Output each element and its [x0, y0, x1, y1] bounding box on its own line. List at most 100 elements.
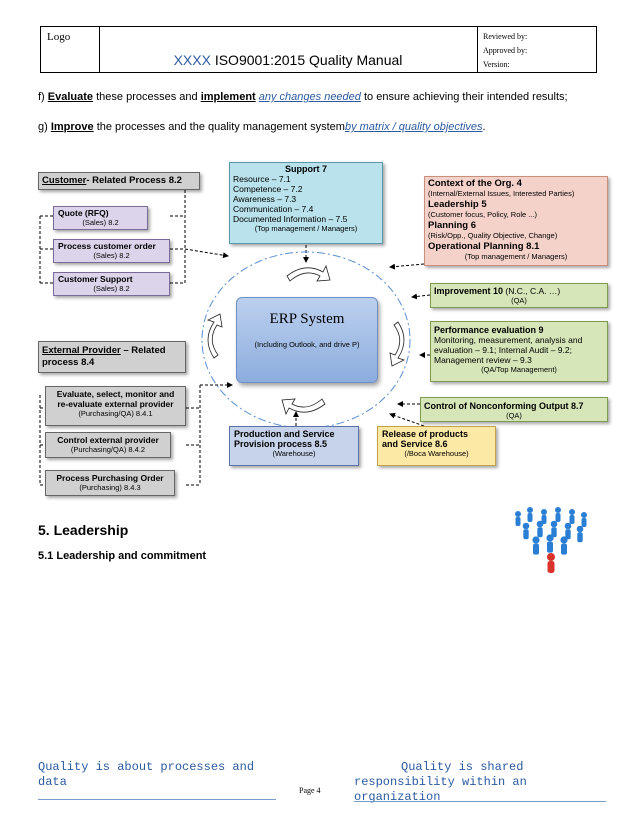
- customer-support-owner: (Sales) 8.2: [93, 284, 130, 293]
- control-provider-owner: (Purchasing/QA) 8.4.2: [70, 445, 146, 454]
- process-customer-order-owner: (Sales) 8.2: [93, 251, 130, 260]
- quote-rfq-box: Quote (RFQ) (Sales) 8.2: [53, 206, 148, 230]
- customer-label: Customer: [42, 175, 87, 186]
- leadership-illustration: [515, 507, 587, 573]
- evaluate-external-provider-box: Evaluate, select, monitor and re-evaluat…: [45, 386, 186, 426]
- footer-left-line1: Quality is about processes and: [38, 760, 255, 774]
- footer-divider-right: [354, 801, 606, 802]
- version: Version:: [483, 60, 510, 69]
- operational-planning-title: Operational Planning 8.1: [428, 241, 540, 252]
- performance-owner: (QA/Top Management): [481, 365, 557, 374]
- customer-support-box: Customer Support (Sales) 8.2: [53, 272, 170, 296]
- control-external-provider-box: Control external provider (Purchasing/QA…: [45, 432, 171, 458]
- production-title-line2: Provision process 8.5: [234, 439, 328, 449]
- nonconforming-output-owner: (QA): [506, 411, 522, 420]
- context-of-org-detail: (Internal/External Issues, Interested Pa…: [428, 189, 575, 198]
- improvement-title: Improvement 10: [434, 286, 504, 296]
- item-marker: f): [38, 91, 45, 103]
- page-number: Page 4: [299, 786, 321, 795]
- release-title-line1: Release of products: [382, 429, 469, 439]
- approved-by: Approved by:: [483, 46, 528, 55]
- paragraph-text: these processes and: [96, 91, 198, 103]
- document-title: XXXX ISO9001:2015 Quality Manual: [99, 52, 477, 68]
- title-cell: XXXX ISO9001:2015 Quality Manual: [99, 27, 478, 72]
- release-title-line2: and Service 8.6: [382, 439, 448, 449]
- evaluate-provider-line1: Evaluate, select, monitor and: [56, 389, 175, 399]
- reviewed-by: Reviewed by:: [483, 32, 528, 41]
- quote-rfq-label: Quote (RFQ): [58, 208, 109, 218]
- footer-left-line2: data: [38, 775, 67, 789]
- context-of-org-title: Context of the Org. 4: [428, 178, 522, 189]
- paragraph-text: the processes and the quality management…: [96, 121, 345, 133]
- subsection-heading-leadership-commitment: 5.1 Leadership and commitment: [38, 550, 207, 562]
- support-competence: Competence – 7.2: [233, 184, 303, 194]
- logo-cell: Logo: [41, 27, 100, 72]
- support-communication: Communication – 7.4: [233, 204, 314, 214]
- release-owner: (/Boca Warehouse): [404, 449, 469, 458]
- evaluate-provider-line2: re-evaluate external provider: [57, 399, 174, 409]
- quote-rfq-owner: (Sales) 8.2: [82, 218, 119, 227]
- support-7-box: Support 7 Resource – 7.1 Competence – 7.…: [229, 162, 383, 244]
- operational-planning-owner: (Top management / Managers): [464, 252, 568, 261]
- paragraph-f: f) Evaluate these processes and implemen…: [38, 91, 568, 103]
- release-products-box: Release of products and Service 8.6 (/Bo…: [377, 426, 496, 466]
- performance-evaluation-title: Performance evaluation 9: [434, 325, 544, 335]
- footer-quote-left: Quality is about processes and data: [38, 760, 254, 790]
- paragraph-g: g) Improve the processes and the quality…: [38, 121, 486, 133]
- erp-system-title: ERP System: [269, 311, 345, 327]
- customer-process-label: - Related Process 8.2: [86, 175, 182, 186]
- logo-placeholder: Logo: [47, 31, 71, 43]
- support-awareness: Awareness – 7.3: [233, 194, 297, 204]
- leadership-detail: (Customer focus, Policy, Role ...): [428, 210, 538, 219]
- improvement-10-box: Improvement 10 (N.C., C.A. …) (QA): [430, 283, 608, 308]
- process-customer-order-box: Process customer order (Sales) 8.2: [53, 239, 170, 263]
- support-7-title: Support 7: [285, 164, 327, 174]
- paragraph-text: .: [482, 121, 486, 133]
- footer-quote-right: Quality is shared responsibility within …: [354, 760, 604, 805]
- meta-cell: Reviewed by: Approved by: Version:: [477, 27, 597, 72]
- customer-related-process-box: Customer- Related Process 8.2: [38, 172, 200, 190]
- context-leadership-planning-box: Context of the Org. 4 (Internal/External…: [424, 176, 608, 266]
- footer-right-line2: responsibility within an: [354, 775, 527, 789]
- improvement-owner: (QA): [511, 296, 527, 305]
- support-resource: Resource – 7.1: [233, 174, 291, 184]
- document-header: Logo XXXX ISO9001:2015 Quality Manual Re…: [40, 26, 597, 73]
- link-quality-objectives[interactable]: by matrix / quality objectives: [344, 121, 483, 133]
- performance-management-review: Management review – 9.3: [434, 355, 532, 365]
- footer-right-line1: Quality is shared: [401, 760, 524, 774]
- production-title-line1: Production and Service: [234, 429, 335, 439]
- external-provider-label: External Provider: [42, 345, 121, 356]
- external-provider-box: External Provider – Related process 8.4: [38, 341, 186, 373]
- footer-divider-left: [38, 799, 276, 800]
- purchasing-order-label: Process Purchasing Order: [56, 473, 164, 483]
- support-7-owner: (Top management / Managers): [254, 224, 358, 233]
- improvement-detail: (N.C., C.A. …): [505, 286, 561, 296]
- footer-right-line3: organization: [354, 790, 441, 804]
- customer-support-label: Customer Support: [58, 274, 133, 284]
- control-provider-label: Control external provider: [57, 435, 159, 445]
- company-name: XXXX: [173, 52, 211, 68]
- process-customer-order-label: Process customer order: [58, 241, 156, 251]
- production-service-box: Production and Service Provision process…: [229, 426, 359, 466]
- erp-system-box: ERP System (Including Outlook, and drive…: [236, 297, 378, 383]
- evaluate-provider-owner: (Purchasing/QA) 8.4.1: [78, 409, 153, 418]
- item-marker: g): [38, 121, 48, 133]
- planning-detail: (Risk/Opp., Quality Objective, Change): [428, 231, 558, 240]
- keyword-evaluate: Evaluate: [47, 91, 94, 103]
- purchasing-order-owner: (Purchasing) 8.4.3: [79, 483, 141, 492]
- performance-internal-audit: evaluation – 9.1; Internal Audit – 9.2;: [434, 345, 572, 355]
- paragraph-text: to ensure achieving their intended resul…: [363, 91, 568, 103]
- process-purchasing-order-box: Process Purchasing Order (Purchasing) 8.…: [45, 470, 175, 496]
- planning-title: Planning 6: [428, 220, 477, 231]
- performance-monitoring: Monitoring, measurement, analysis and: [434, 335, 583, 345]
- keyword-implement: implement: [200, 91, 256, 103]
- support-documented-information: Documented Information – 7.5: [233, 214, 348, 224]
- manual-title: ISO9001:2015 Quality Manual: [214, 52, 403, 68]
- nonconforming-output-title: Control of Nonconforming Output 8.7: [424, 401, 584, 411]
- keyword-improve: Improve: [50, 121, 94, 133]
- nonconforming-output-box: Control of Nonconforming Output 8.7 (QA): [420, 397, 608, 422]
- link-changes-needed[interactable]: any changes needed: [258, 91, 361, 103]
- leadership-title: Leadership 5: [428, 199, 487, 210]
- performance-evaluation-box: Performance evaluation 9 Monitoring, mea…: [430, 321, 608, 382]
